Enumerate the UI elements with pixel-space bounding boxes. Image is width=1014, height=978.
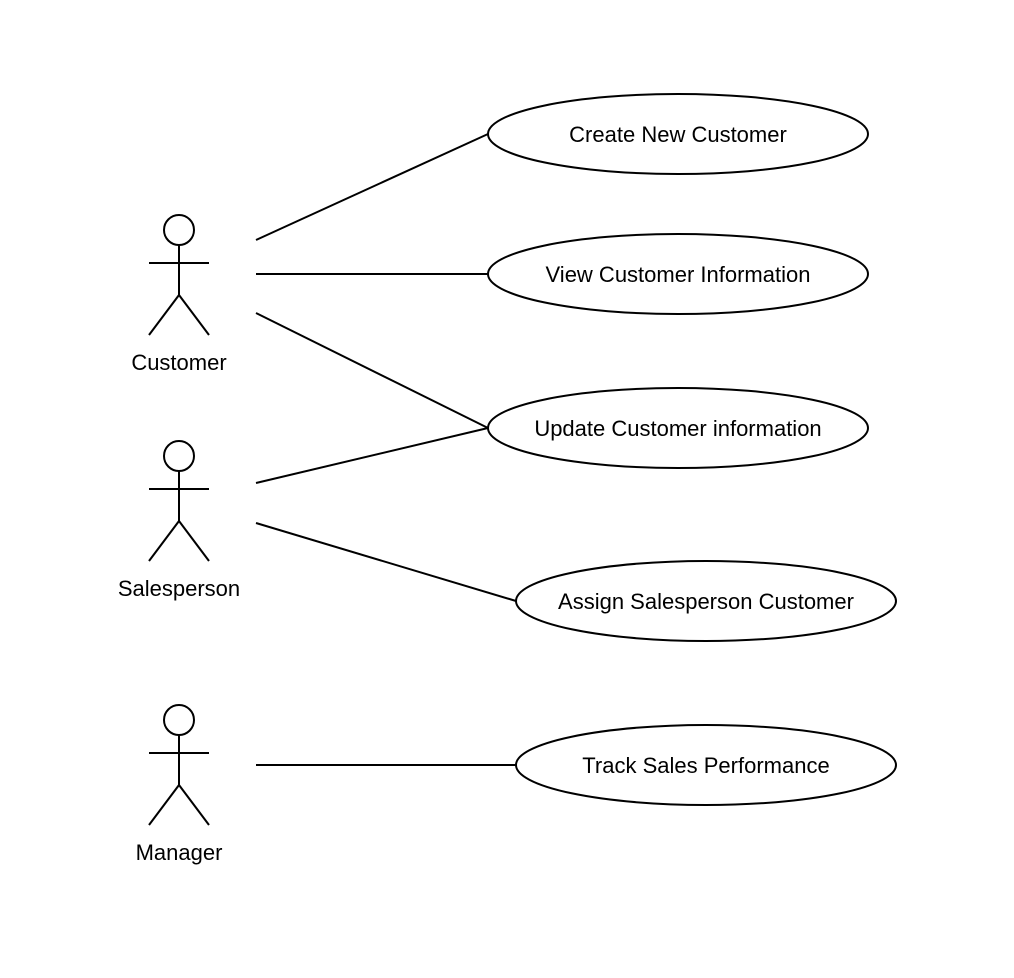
use-case-label: Update Customer information [534,416,821,441]
actor-customer[interactable]: Customer [131,214,227,375]
use-case-ellipse [487,387,869,469]
association-salesperson-assign-salesperson-customer [255,522,517,602]
use-case-ellipse [515,724,897,806]
actor-label: Customer [131,350,226,375]
actor-manager[interactable]: Manager [136,704,223,865]
stick-figure-icon [148,440,210,562]
stick-figure-icon [148,704,210,826]
use-case-ellipse [487,233,869,315]
use-case-label: Assign Salesperson Customer [558,589,854,614]
use-case-label: Create New Customer [569,122,787,147]
use-case-label: Track Sales Performance [582,753,829,778]
association-salesperson-update-customer-information [255,427,489,484]
use-case-create-new-customer[interactable]: Create New Customer [487,93,869,175]
actor-label: Salesperson [118,576,240,601]
actor-salesperson[interactable]: Salesperson [118,440,240,601]
use-case-ellipse [515,560,897,642]
use-case-ellipse [487,93,869,175]
use-case-label: View Customer Information [546,262,811,287]
association-customer-update-customer-information [255,312,489,429]
use-case-view-customer-information[interactable]: View Customer Information [487,233,869,315]
stick-figure-icon [148,214,210,336]
actor-label: Manager [136,840,223,865]
use-case-update-customer-information[interactable]: Update Customer information [487,387,869,469]
use-case-track-sales-performance[interactable]: Track Sales Performance [515,724,897,806]
association-customer-create-new-customer [255,133,489,241]
associations [255,133,517,766]
use-case-assign-salesperson-customer[interactable]: Assign Salesperson Customer [515,560,897,642]
